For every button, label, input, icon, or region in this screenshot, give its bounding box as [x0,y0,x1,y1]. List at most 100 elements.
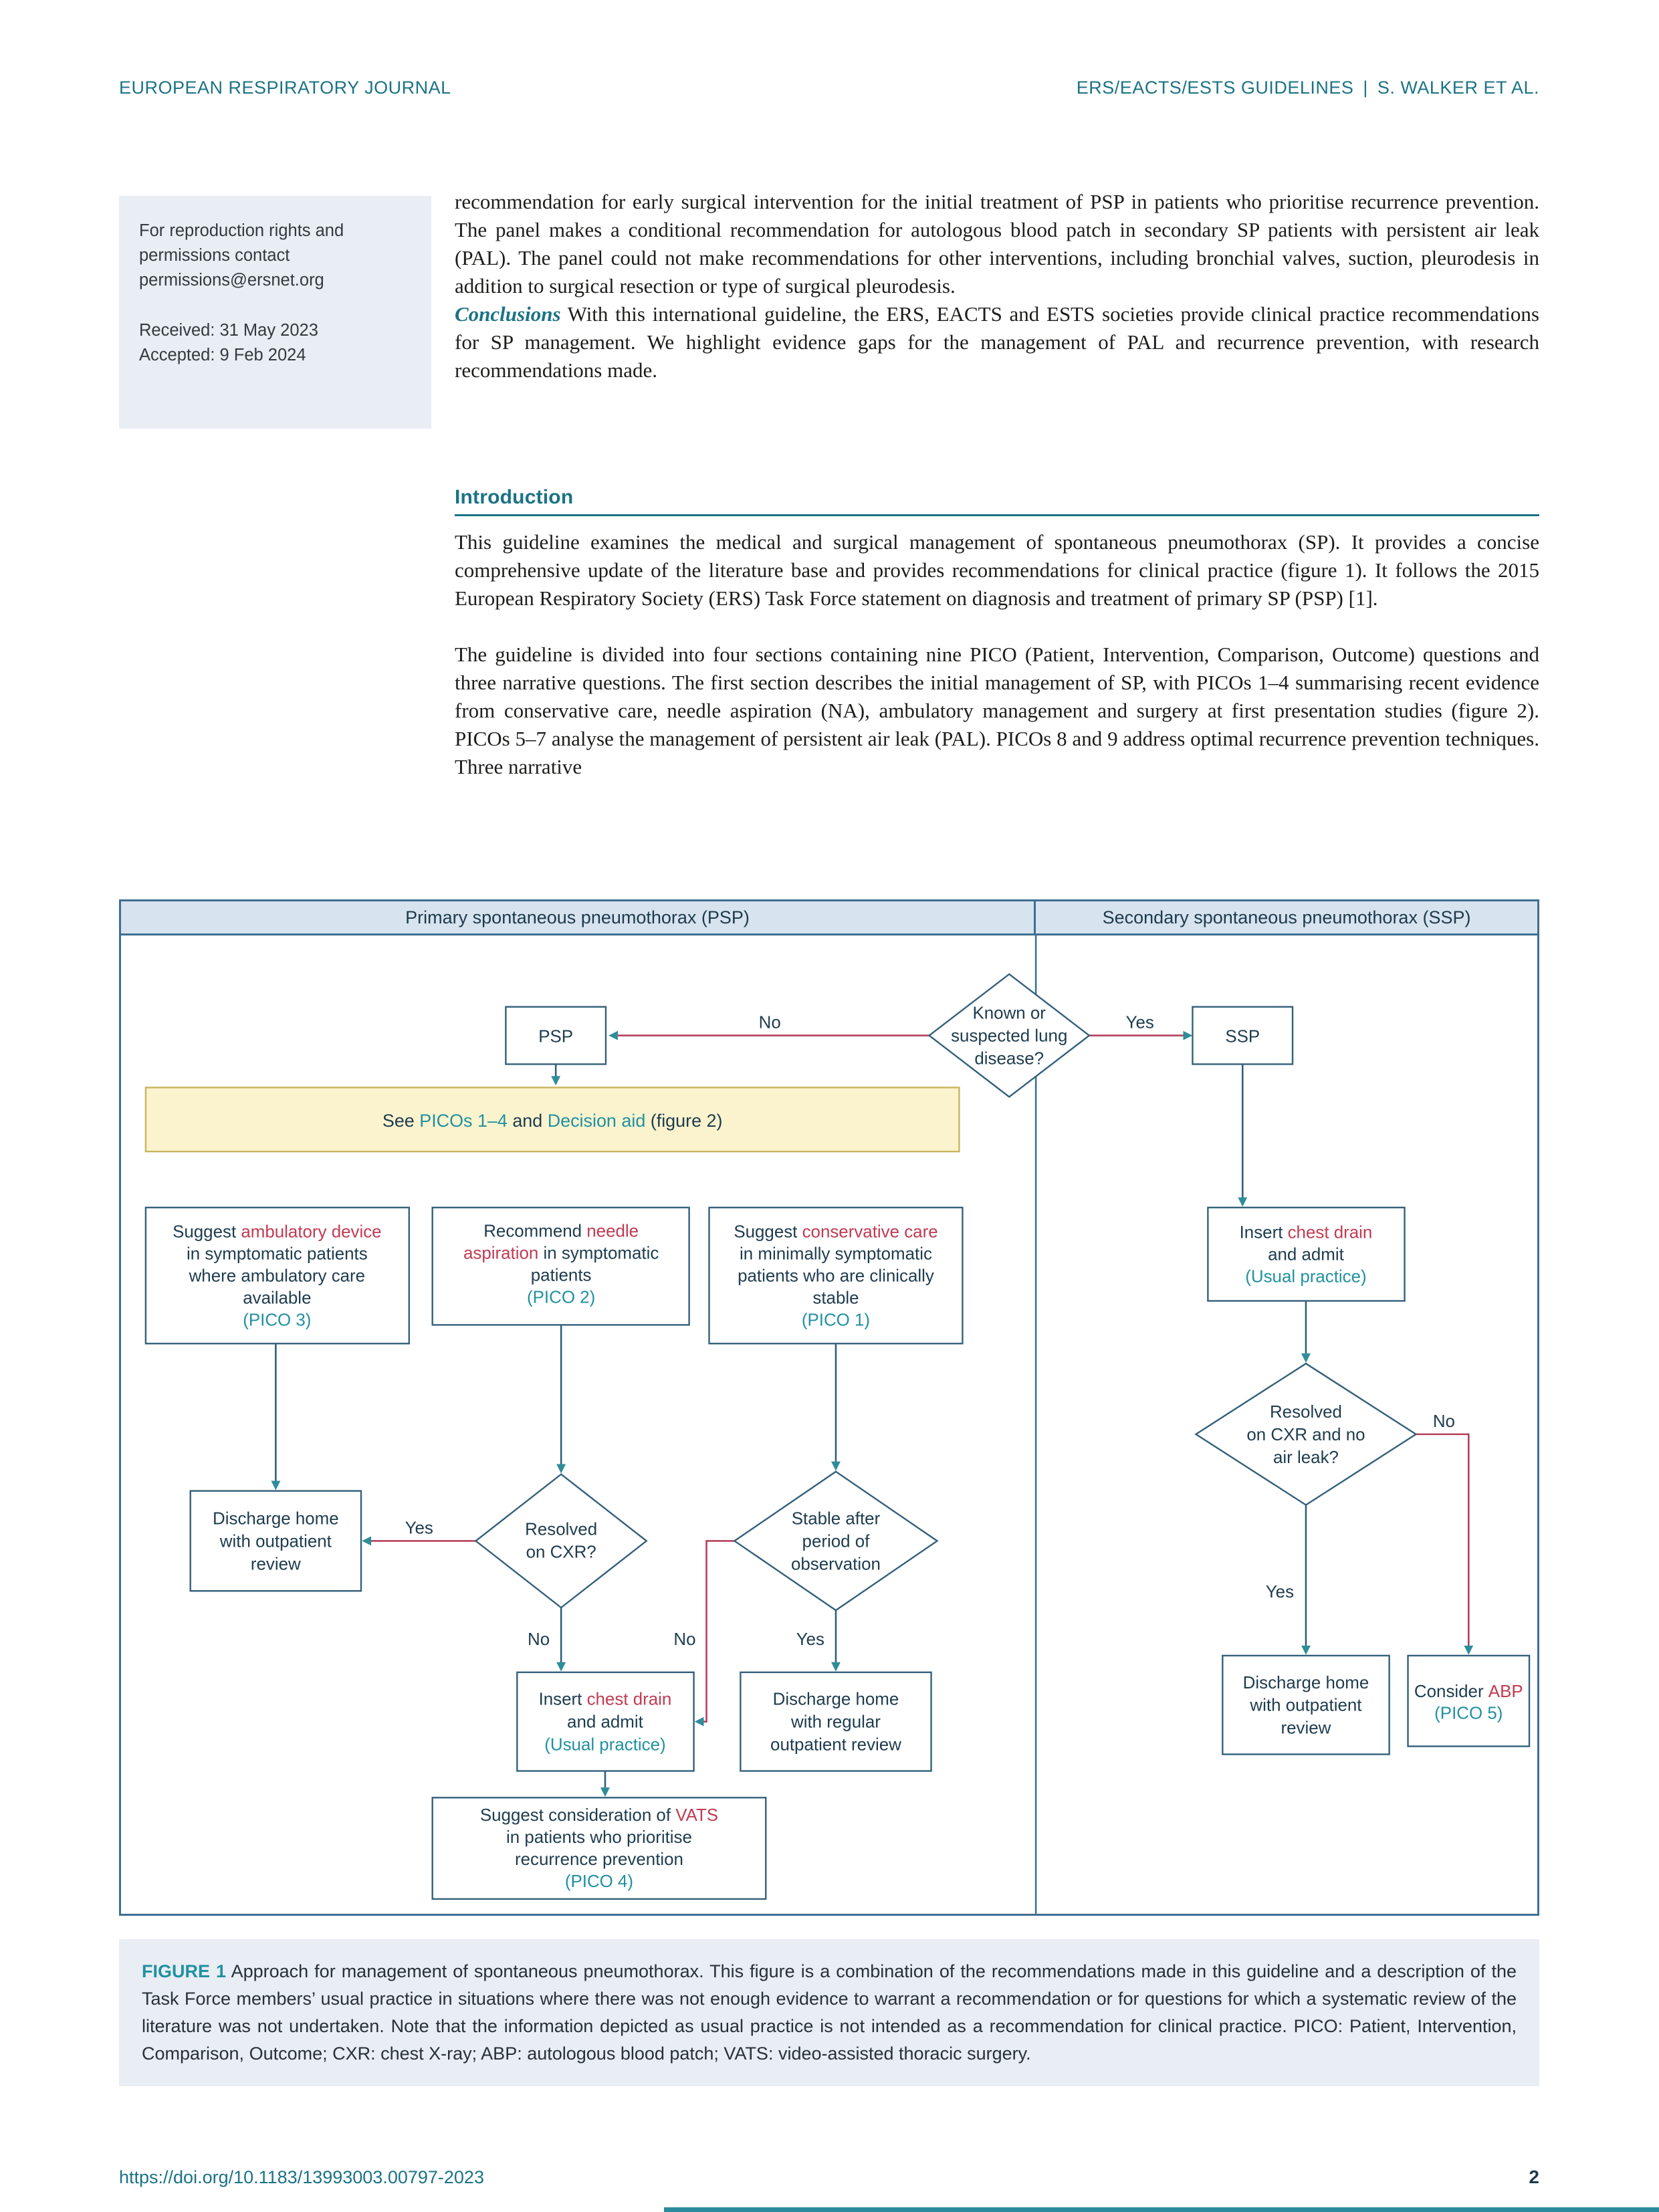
svg-text:recurrence prevention: recurrence prevention [515,1850,683,1869]
introduction-paragraph-2: The guideline is divided into four secti… [455,643,1539,778]
ssp-label: SSP [1225,1028,1260,1046]
svg-text:Discharge home: Discharge home [773,1690,899,1709]
connectors [271,1030,1474,1797]
introduction-section: Introduction This guideline examines the… [455,486,1539,781]
pico3-link[interactable]: (PICO 3) [243,1311,311,1329]
svg-text:period of: period of [802,1532,871,1551]
page-edge-bar [664,2207,1659,2212]
needle-box [431,1206,690,1326]
svg-text:observation: observation [791,1555,881,1573]
svg-text:Stable after: Stable after [792,1509,881,1528]
node-ssp-chest-drain: Insert chest drain and admit (Usual prac… [1207,1206,1406,1302]
svg-text:Discharge home: Discharge home [213,1509,339,1528]
svg-text:patients who are clinically: patients who are clinically [738,1267,934,1286]
article-info-box: For reproduction rights and permissions … [119,196,431,429]
conclusions-paragraph: Conclusions With this international guid… [455,300,1539,384]
svg-text:and admit: and admit [1268,1246,1345,1264]
node-vats-consideration: Suggest consideration of VATS in patient… [431,1797,767,1900]
page-number: 2 [1529,2167,1539,2187]
svg-text:in minimally symptomatic: in minimally symptomatic [740,1245,932,1264]
svg-text:aspiration in symptomatic: aspiration in symptomatic [463,1244,659,1263]
pico5-link[interactable]: (PICO 5) [1434,1704,1503,1723]
pico2-link[interactable]: (PICO 2) [527,1288,595,1307]
figure1-caption-label: FIGURE 1 [142,1961,227,1981]
svg-text:Consider ABP: Consider ABP [1414,1682,1523,1701]
svg-text:Recommend needle: Recommend needle [483,1222,639,1241]
conservative-box [708,1206,964,1345]
label-no-d2: No [528,1630,550,1649]
node-lung-disease-decision: Known or suspected lung disease? [927,973,1091,1098]
figure1-psp-column-header: Primary spontaneous pneumothorax (PSP) [121,901,1036,933]
svg-text:outpatient review: outpatient review [770,1736,901,1755]
pico1-link[interactable]: (PICO 1) [802,1311,870,1329]
figure1: Primary spontaneous pneumothorax (PSP) S… [119,899,1539,1916]
svg-text:and admit: and admit [567,1713,644,1732]
and-text: and [508,1111,548,1131]
svg-text:patients: patients [531,1266,592,1285]
page-footer: https://doi.org/10.1183/13993003.00797-2… [119,2167,1539,2188]
svg-text:review: review [1281,1719,1331,1738]
figure1-ssp-column-header: Secondary spontaneous pneumothorax (SSP) [1102,907,1471,927]
svg-text:where ambulatory care: where ambulatory care [189,1267,366,1286]
received-date: Received: 31 May 2023 [139,321,318,340]
svg-text:Resolved: Resolved [1270,1403,1342,1422]
pico4-link[interactable]: (PICO 4) [565,1872,633,1891]
node-cxr-airleak-decision: Resolved on CXR and no air leak? [1194,1362,1418,1507]
svg-text:Insert chest drain: Insert chest drain [1240,1224,1373,1242]
conclusions-text: With this international guideline, the E… [455,302,1539,382]
svg-text:(Usual practice): (Usual practice) [1245,1268,1366,1287]
label-no-d3: No [673,1630,695,1649]
node-psp-chest-drain: Insert chest drain and admit (Usual prac… [516,1671,695,1772]
ssp-discharge-box [1222,1654,1390,1755]
page-header: EUROPEAN RESPIRATORY JOURNAL ERS/EACTS/E… [119,78,1539,98]
label-no-d4: No [1433,1412,1455,1431]
conclusions-label: Conclusions [455,302,561,326]
figure1-flowchart: No Yes No Yes Yes No No Yes Known or sus… [144,935,1531,1914]
node-ambulatory-device: Suggest ambulatory device in symptomatic… [144,1206,410,1345]
running-head-section: ERS/EACTS/ESTS GUIDELINES [1076,78,1354,98]
reproduction-notice: For reproduction rights and permissions … [139,221,344,290]
label-yes-d1: Yes [1126,1014,1154,1032]
lung-disease-line2: suspected lung [951,1027,1067,1046]
svg-text:on CXR and no: on CXR and no [1246,1426,1365,1444]
decision-aid-link[interactable]: Decision aid [548,1111,646,1131]
lung-disease-line1: Known or [973,1004,1046,1023]
node-needle-aspiration: Recommend needle aspiration in symptomat… [431,1206,690,1326]
discharge-regular-box [740,1671,932,1772]
introduction-heading: Introduction [455,486,1539,516]
running-head-divider: | [1363,78,1368,98]
node-ssp-box: SSP [1192,1006,1294,1065]
ambulatory-box [144,1206,410,1345]
see-picos-box [144,1087,960,1153]
psp-box [505,1006,607,1065]
figure1-header-band: Primary spontaneous pneumothorax (PSP) S… [121,901,1537,935]
see-text: See [382,1111,419,1131]
lung-disease-line3: disease? [974,1049,1044,1068]
doi-link[interactable]: https://doi.org/10.1183/13993003.00797-2… [119,2167,484,2187]
label-yes-d4: Yes [1266,1583,1294,1601]
svg-text:with outpatient: with outpatient [219,1532,332,1551]
label-no-d1: No [759,1014,781,1032]
accepted-date: Accepted: 9 Feb 2024 [139,346,306,364]
abstract-column: recommendation for early surgical interv… [455,188,1539,384]
label-yes-d2: Yes [405,1519,433,1537]
figure1-caption-text: Approach for management of spontaneous p… [142,1961,1517,2064]
svg-text:with outpatient: with outpatient [1249,1696,1362,1715]
arrow-d3-no-to-drain [694,1540,735,1727]
svg-text:Insert chest drain: Insert chest drain [539,1690,672,1709]
svg-text:Suggest consideration of VATS: Suggest consideration of VATS [480,1806,718,1825]
svg-text:in symptomatic patients: in symptomatic patients [187,1245,368,1264]
svg-text:review: review [251,1555,301,1573]
node-stable-observation-decision: Stable after period of observation [733,1470,939,1612]
svg-text:Discharge home: Discharge home [1243,1674,1369,1692]
abstract-continuation: recommendation for early surgical interv… [455,190,1539,298]
picos-1-4-link[interactable]: PICOs 1–4 [419,1111,508,1131]
cxr-airleak-diamond [1194,1362,1418,1507]
svg-text:in patients who prioritise: in patients who prioritise [506,1828,692,1847]
svg-text:air leak?: air leak? [1273,1448,1339,1467]
node-consider-abp: Consider ABP (PICO 5) [1407,1654,1531,1747]
svg-text:stable: stable [812,1289,859,1307]
ssp-box [1192,1006,1294,1065]
stable-observation-diamond [733,1470,939,1612]
